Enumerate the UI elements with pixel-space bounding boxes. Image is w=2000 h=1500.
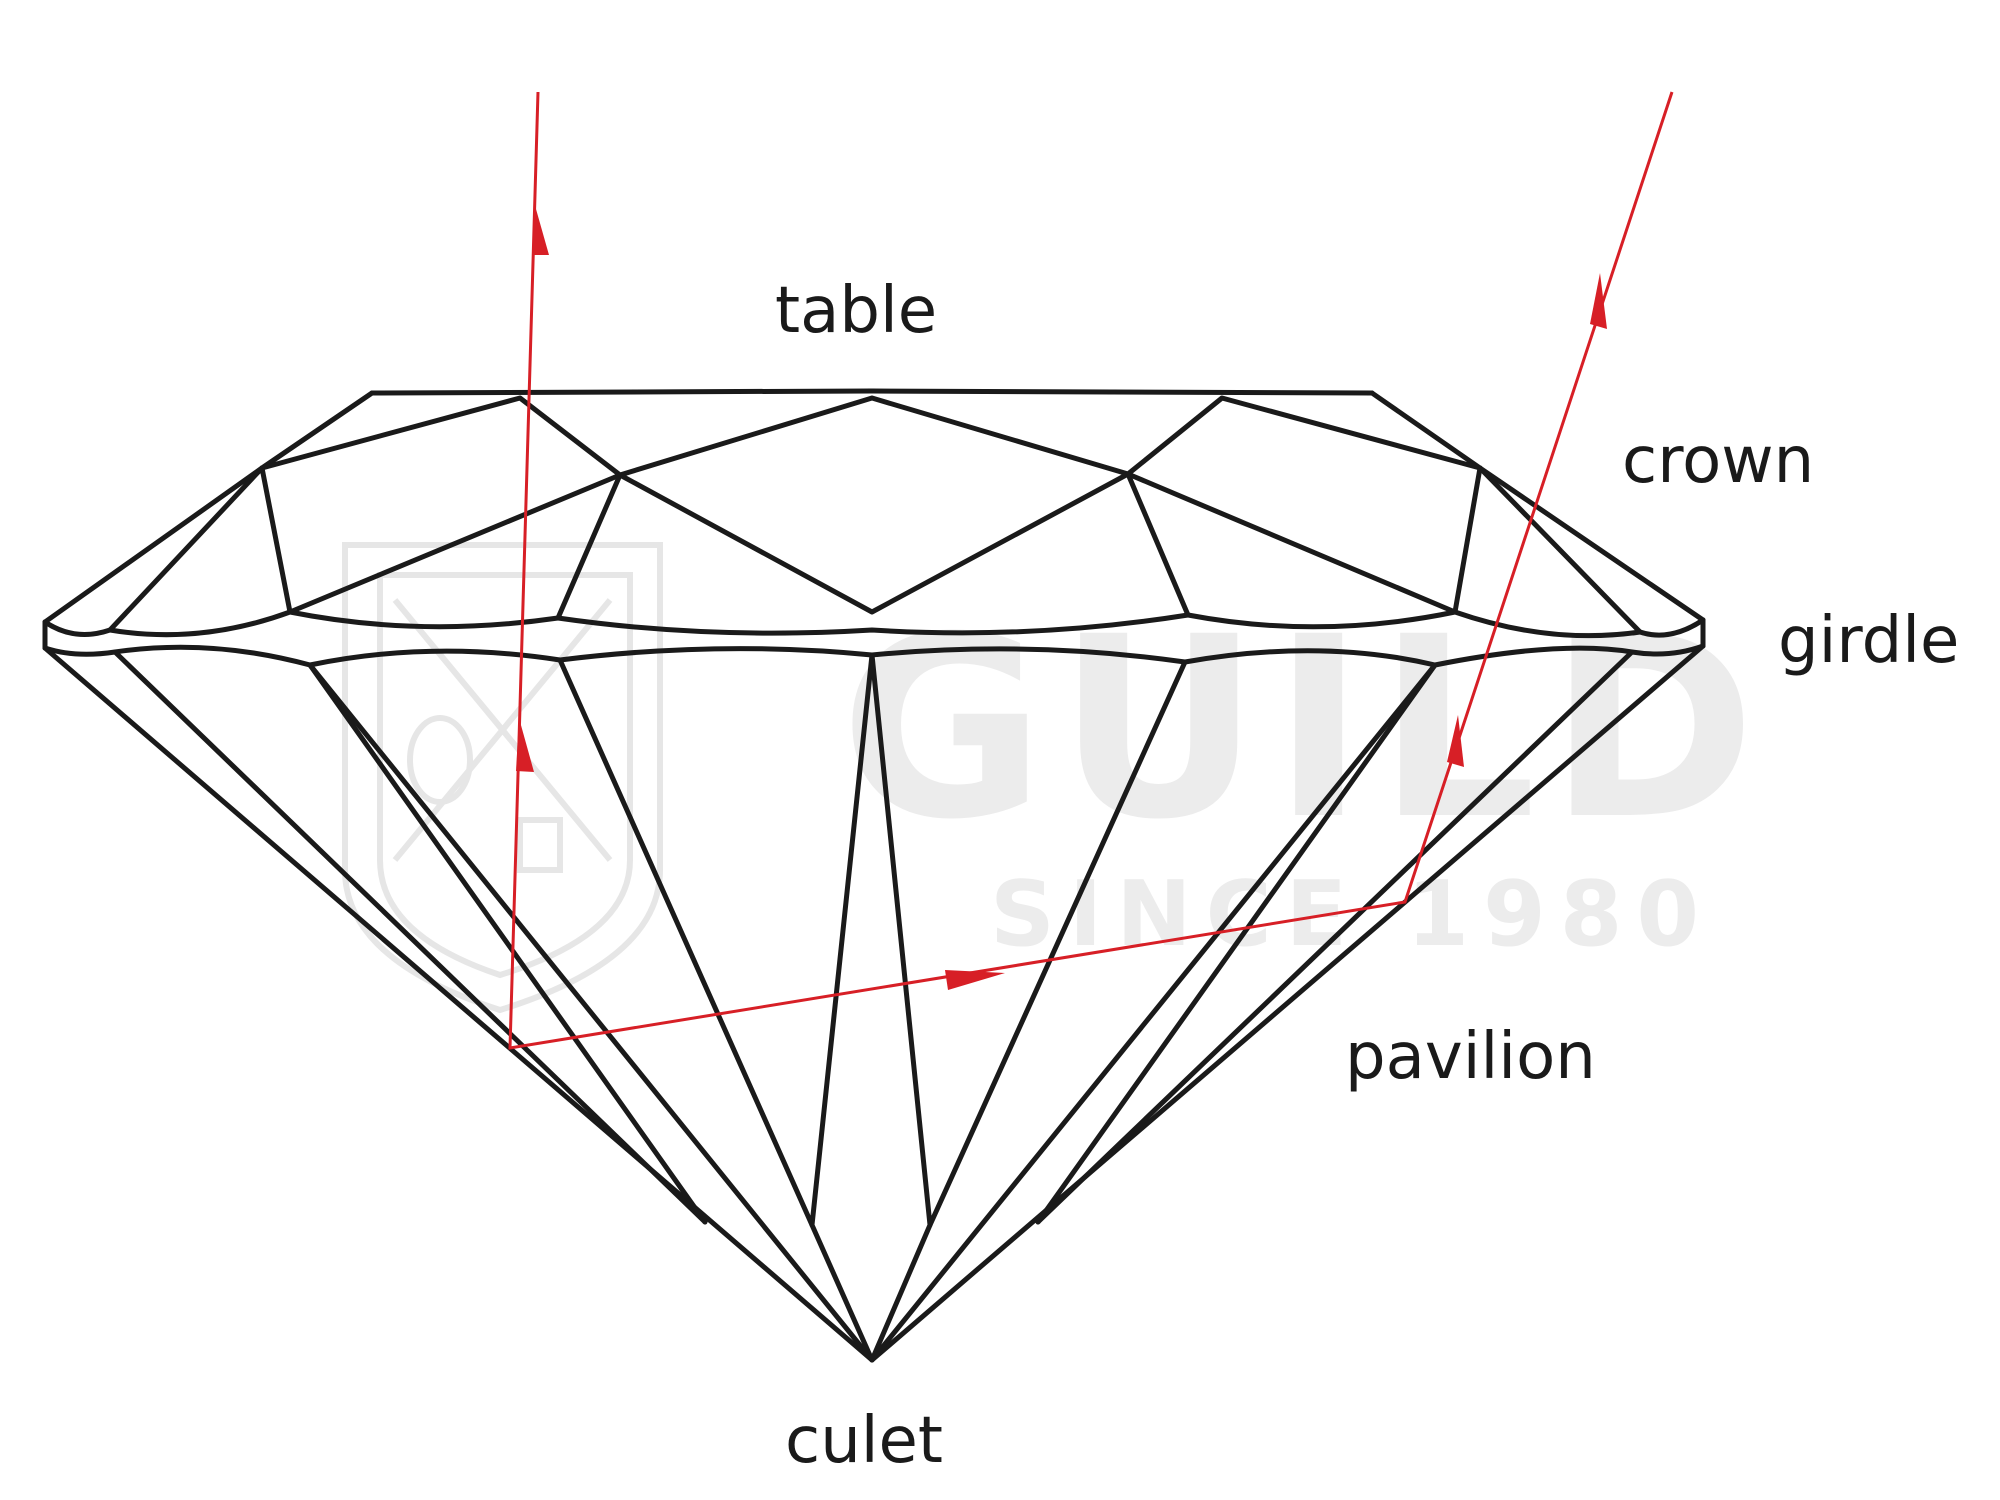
diamond-outline bbox=[42, 388, 1706, 1363]
crown-facets bbox=[42, 388, 1706, 635]
outgoing-ray-arrow-icon bbox=[1590, 273, 1607, 329]
label-crown: crown bbox=[1622, 424, 1814, 498]
descending-ray-arrow-icon bbox=[516, 718, 534, 772]
label-table: table bbox=[775, 274, 937, 348]
label-pavilion: pavilion bbox=[1345, 1020, 1596, 1094]
incoming-ray-arrow-icon bbox=[533, 202, 549, 255]
reflected-ray-arrow-icon bbox=[945, 970, 1005, 990]
label-girdle: girdle bbox=[1778, 604, 1959, 678]
label-culet: culet bbox=[785, 1404, 943, 1478]
light-ray-path bbox=[508, 91, 1674, 1050]
ascending-ray-arrow-icon bbox=[1447, 715, 1464, 767]
pavilion-facets bbox=[42, 643, 1706, 1363]
